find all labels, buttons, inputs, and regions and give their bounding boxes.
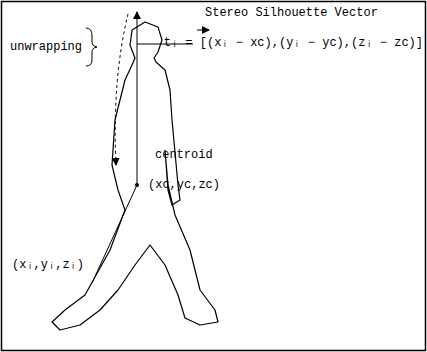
text-label: centroid [155, 148, 213, 162]
walking-silhouette [52, 22, 218, 330]
vector-arrow [197, 30, 209, 31]
vector-line [137, 12, 138, 185]
text-label: unwrapping [10, 40, 82, 54]
vector-line [92, 185, 137, 283]
unwrapping-arrow [115, 14, 128, 165]
text-label: Stereo Silhouette Vector [205, 6, 378, 20]
text-label: (xᵢ,yᵢ,zᵢ) [12, 258, 84, 272]
brace [86, 28, 97, 66]
text-label: (xc,yc,zc) [148, 178, 220, 192]
text-label: tᵢ = [(xᵢ − xc),(yᵢ − yc),(zᵢ − zc)] [164, 36, 423, 50]
centroid-dot [135, 183, 139, 187]
